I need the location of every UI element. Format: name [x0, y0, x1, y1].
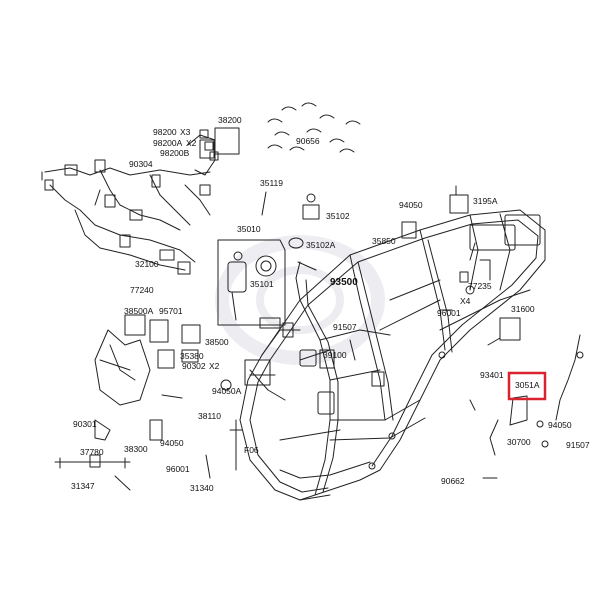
- label-90301: 90301: [73, 419, 97, 429]
- clip-set-drawing: [267, 102, 361, 153]
- label-93500: 93500: [330, 277, 358, 288]
- label-35102: 35102: [326, 211, 350, 221]
- label-77240: 77240: [130, 285, 154, 295]
- rod-35119-drawing: [261, 191, 267, 216]
- front-bracket-drawing: [54, 314, 201, 491]
- label-90304: 90304: [129, 159, 153, 169]
- right-parts-drawing: [401, 185, 584, 479]
- label-3195A: 3195A: [473, 196, 498, 206]
- label-90302-qty: X2: [209, 361, 220, 371]
- label-90302: 90302: [182, 361, 206, 371]
- label-98200B: 98200B: [160, 148, 190, 158]
- label-31347: 31347: [71, 481, 95, 491]
- label-98200: 98200: [153, 127, 177, 137]
- label-31340: 31340: [190, 483, 214, 493]
- label-77235: 77235: [468, 281, 492, 291]
- label-38300: 38300: [124, 444, 148, 454]
- label-94050-right: 94050: [548, 420, 572, 430]
- label-93401: 93401: [480, 370, 504, 380]
- label-94050A: 94050A: [212, 386, 242, 396]
- bar-93500-drawing: [297, 261, 317, 271]
- label-35102A: 35102A: [306, 240, 336, 250]
- label-98200-qty: X3: [180, 127, 191, 137]
- label-38110: 38110: [198, 411, 222, 421]
- label-38500: 38500: [205, 337, 229, 347]
- label-35101: 35101: [250, 279, 274, 289]
- label-38500A: 38500A: [124, 306, 154, 316]
- highlight-box-3051A: [507, 371, 547, 401]
- label-98200A-qty: X2: [186, 138, 197, 148]
- label-91507-right: 91507: [566, 440, 590, 450]
- label-94050-left: 94050: [160, 438, 184, 448]
- label-39100: 39100: [323, 350, 347, 360]
- label-F06: F06: [244, 445, 259, 455]
- label-96001-bottom: 96001: [166, 464, 190, 474]
- label-31600: 31600: [511, 304, 535, 314]
- middle-parts-drawing: [205, 317, 335, 479]
- label-38200: 38200: [218, 115, 242, 125]
- label-35380: 35380: [180, 351, 204, 361]
- wire-harness-drawing: [41, 134, 216, 275]
- label-30700: 30700: [507, 437, 531, 447]
- label-3051A: 3051A: [515, 380, 540, 390]
- label-35119: 35119: [260, 178, 284, 188]
- label-90656: 90656: [296, 136, 320, 146]
- relay-group-drawing: [199, 127, 240, 161]
- label-35010: 35010: [237, 224, 261, 234]
- ignition-set-drawing: [217, 237, 304, 326]
- label-95701: 95701: [159, 306, 183, 316]
- bracket-35102-drawing: [302, 193, 320, 220]
- label-96001-qty: X4: [460, 296, 471, 306]
- label-96001-mid: 96001: [437, 308, 461, 318]
- label-90662: 90662: [441, 476, 465, 486]
- main-frame-drawing: [239, 209, 546, 501]
- label-98200A: 98200A: [153, 138, 183, 148]
- label-91507-mid: 91507: [333, 322, 357, 332]
- label-32100: 32100: [135, 259, 159, 269]
- label-94050-top: 94050: [399, 200, 423, 210]
- label-37780: 37780: [80, 447, 104, 457]
- label-35850: 35850: [372, 236, 396, 246]
